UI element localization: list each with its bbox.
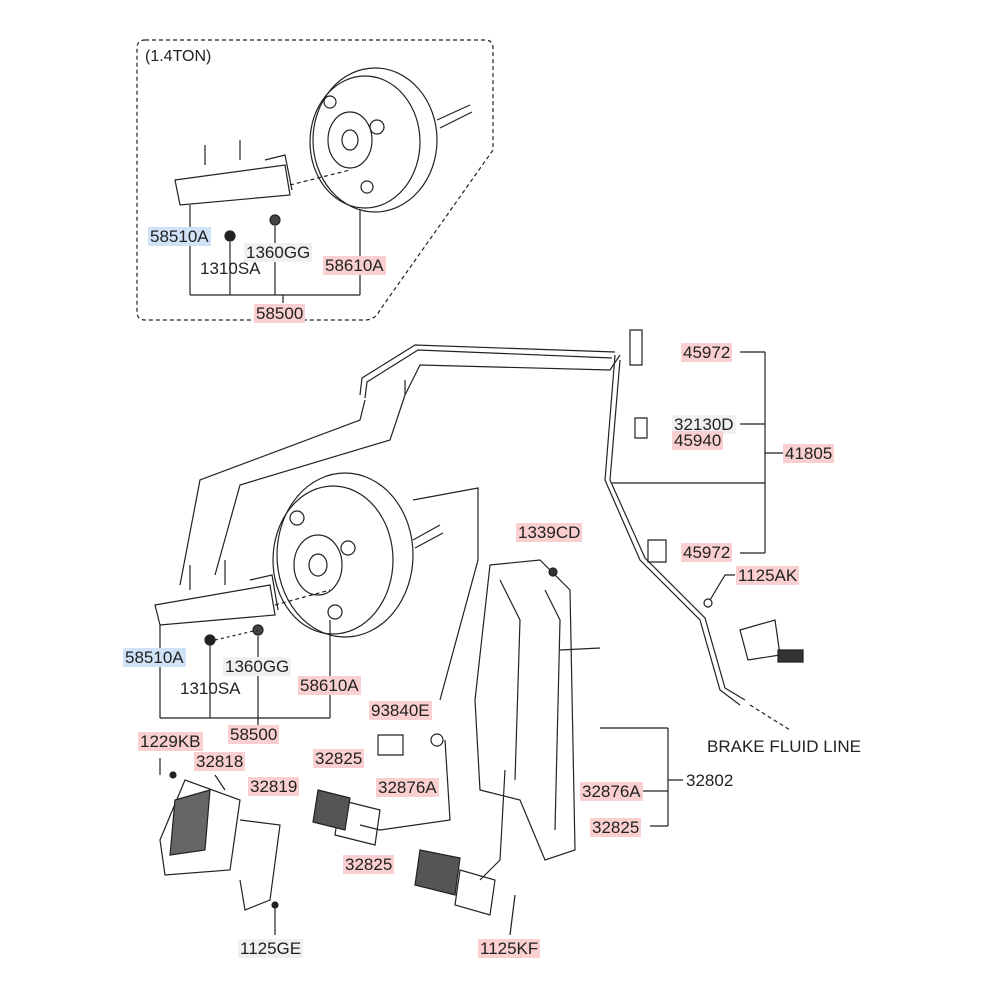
part-label-32802[interactable]: 32802 <box>686 771 734 790</box>
master-cylinder-main <box>154 560 331 646</box>
part-label-45972[interactable]: 45972 <box>681 343 733 362</box>
part-label-1310SA-top[interactable]: 1310SA <box>200 259 261 278</box>
part-label-1360GG-top[interactable]: 1360GG <box>244 243 313 262</box>
pedal-bracket <box>474 559 601 861</box>
part-label-58500[interactable]: 58500 <box>228 725 280 744</box>
brake-booster-top <box>309 67 473 213</box>
part-label-1229KB[interactable]: 1229KB <box>138 732 203 751</box>
part-label-1125GE[interactable]: 1125GE <box>238 939 304 958</box>
part-label-58500-top[interactable]: 58500 <box>254 304 306 323</box>
part-label-41805[interactable]: 41805 <box>783 444 835 463</box>
part-label-32876A[interactable]: 32876A <box>376 778 439 797</box>
brake-fluid-lines <box>179 329 804 731</box>
part-label-32825[interactable]: 32825 <box>590 818 642 837</box>
brake-booster-main <box>272 472 479 701</box>
part-label-58510A[interactable]: 58510A <box>123 648 186 667</box>
part-label-1339CD[interactable]: 1339CD <box>516 523 583 542</box>
part-label-1360GG[interactable]: 1360GG <box>223 657 292 676</box>
part-label-58610A[interactable]: 58610A <box>298 676 361 695</box>
part-label-32818[interactable]: 32818 <box>194 752 246 771</box>
part-label-32876A[interactable]: 32876A <box>580 782 643 801</box>
leader-lines-main <box>159 351 784 827</box>
part-label-1125KF[interactable]: 1125KF <box>478 939 541 958</box>
part-label-32825[interactable]: 32825 <box>313 749 365 768</box>
part-label-58510A-top[interactable]: 58510A <box>148 227 211 246</box>
part-label-45972[interactable]: 45972 <box>681 543 733 562</box>
master-cylinder-top <box>174 140 351 242</box>
brake-pedal <box>454 769 516 936</box>
brake-fluid-line-label: BRAKE FLUID LINE <box>707 737 861 756</box>
part-label-1125AK[interactable]: 1125AK <box>736 566 800 585</box>
clutch-pedal <box>312 733 461 896</box>
part-label-32825[interactable]: 32825 <box>343 855 395 874</box>
part-label-58610A-top[interactable]: 58610A <box>323 256 386 275</box>
part-label-93840E[interactable]: 93840E <box>369 701 432 720</box>
variant-note: (1.4TON) <box>145 48 212 65</box>
part-label-45940[interactable]: 45940 <box>672 431 724 450</box>
part-label-32819[interactable]: 32819 <box>248 777 300 796</box>
accelerator-pedal <box>159 771 281 935</box>
part-label-1310SA[interactable]: 1310SA <box>180 679 241 698</box>
part-label-32130D[interactable]: 32130D <box>672 415 736 434</box>
